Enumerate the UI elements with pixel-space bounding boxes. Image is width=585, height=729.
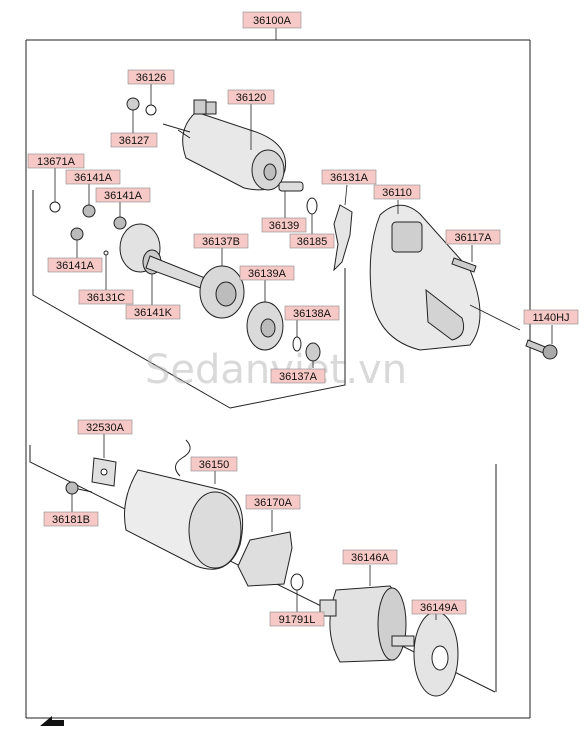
label-36146A: 36146A (342, 549, 398, 565)
label-36120: 36120 (227, 89, 275, 105)
pinion-gear (246, 301, 284, 351)
svg-text:36146A: 36146A (351, 552, 390, 564)
svg-text:36170A: 36170A (254, 497, 293, 509)
svg-text:36137A: 36137A (279, 371, 318, 383)
svg-text:36141A: 36141A (74, 172, 113, 184)
svg-text:36127: 36127 (119, 135, 150, 147)
through-bolt (525, 339, 558, 360)
solenoid-switch (162, 99, 287, 191)
label-36110: 36110 (373, 184, 421, 200)
label-36137B: 36137B (193, 233, 249, 249)
svg-text:36131A: 36131A (330, 172, 369, 184)
front-housing (369, 204, 481, 351)
label-36181B: 36181B (43, 511, 99, 527)
svg-text:36117A: 36117A (454, 232, 492, 244)
svg-text:36141A: 36141A (104, 190, 143, 202)
label-32530A: 32530A (77, 419, 133, 435)
label-36139A: 36139A (239, 265, 295, 281)
svg-text:1140HJ: 1140HJ (532, 312, 569, 324)
rear-cover (413, 611, 459, 697)
overrunning-clutch (199, 265, 245, 319)
label-13671A: 13671A (27, 153, 85, 169)
armature-washer (290, 573, 304, 591)
yoke-screw (65, 481, 93, 495)
svg-text:36110: 36110 (382, 187, 412, 199)
label-36137A: 36137A (270, 368, 326, 384)
label-36141A-3: 36141A (47, 257, 103, 273)
terminal-nut (126, 97, 157, 116)
label-36141K: 36141K (125, 304, 181, 320)
label-36139: 36139 (261, 217, 307, 233)
housing-bolt (451, 257, 477, 273)
svg-text:36181B: 36181B (52, 514, 90, 526)
snap-ring (49, 201, 61, 213)
svg-text:36131C: 36131C (87, 292, 126, 304)
label-36150: 36150 (190, 456, 238, 472)
svg-text:36149A: 36149A (420, 602, 459, 614)
label-36141A-1: 36141A (65, 169, 121, 185)
label-91791L: 91791L (269, 611, 325, 627)
svg-text:36185: 36185 (297, 236, 328, 248)
label-1140HJ: 1140HJ (523, 309, 579, 325)
svg-text:36137B: 36137B (202, 236, 240, 248)
label-36131C: 36131C (78, 289, 134, 305)
label-36138A: 36138A (284, 305, 340, 321)
svg-text:32530A: 32530A (86, 422, 125, 434)
label-36117A: 36117A (445, 229, 501, 245)
label-36131A: 36131A (321, 169, 377, 185)
svg-text:36138A: 36138A (293, 308, 332, 320)
label-36127: 36127 (110, 132, 158, 148)
label-36126: 36126 (127, 69, 175, 85)
svg-text:13671A: 13671A (37, 156, 76, 168)
svg-text:36141A: 36141A (56, 260, 95, 272)
shift-lever (333, 204, 353, 272)
brush-plate (91, 457, 117, 487)
stop-ring (292, 336, 321, 362)
yoke-assembly (124, 439, 244, 570)
label-36141A-2: 36141A (95, 187, 151, 203)
armature (319, 585, 415, 663)
arrow-front-icon (40, 716, 64, 726)
label-36149A: 36149A (411, 599, 467, 615)
svg-text:36100A: 36100A (253, 15, 292, 27)
label-36100A: 36100A (242, 11, 302, 29)
leader-lines (54, 83, 553, 620)
label-36185: 36185 (289, 233, 335, 249)
svg-text:36139A: 36139A (248, 268, 287, 280)
svg-text:36139: 36139 (269, 220, 300, 232)
svg-text:36150: 36150 (199, 459, 230, 471)
svg-text:91791L: 91791L (279, 614, 316, 626)
assembly-frame (25, 28, 531, 719)
svg-text:36141K: 36141K (134, 307, 173, 319)
bracket-nuts (70, 204, 127, 256)
label-36170A: 36170A (245, 494, 301, 510)
brush-holder (237, 531, 293, 587)
svg-text:36126: 36126 (136, 72, 167, 84)
svg-text:36120: 36120 (236, 92, 267, 104)
